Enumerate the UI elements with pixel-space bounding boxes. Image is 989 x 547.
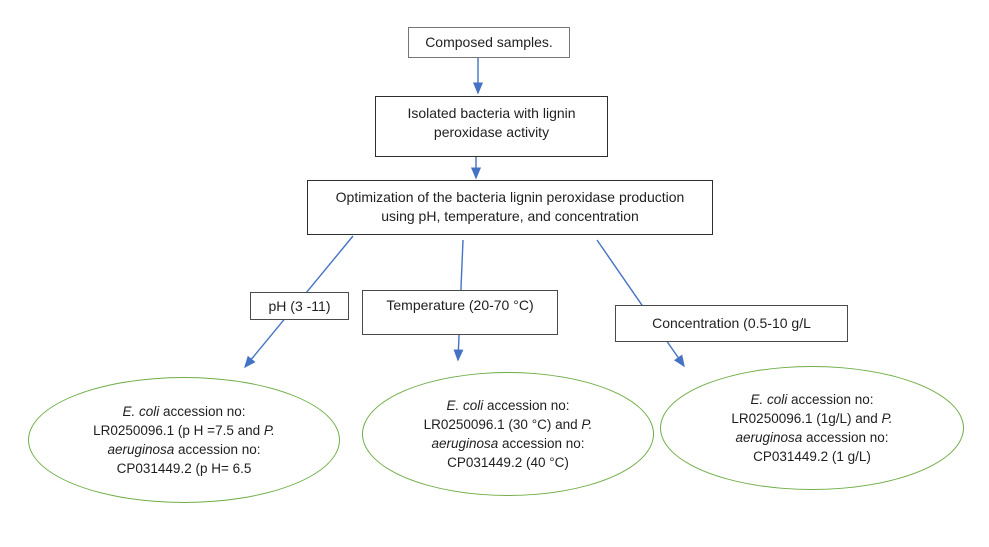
arrow-optimization-to-concentration-result: [596, 239, 685, 368]
result-ellipse-concentration: E. coli accession no:LR0250096.1 (1g/L) …: [660, 366, 964, 490]
flow-box-concentration-range: Concentration (0.5-10 g/L: [615, 305, 848, 342]
flow-box-temperature-range: Temperature (20-70 °C): [362, 290, 558, 335]
result-ellipse-temperature: E. coli accession no:LR0250096.1 (30 °C)…: [362, 372, 654, 496]
result-ellipse-ph: E. coli accession no:LR0250096.1 (p H =7…: [28, 377, 340, 503]
flow-box-composed-samples: Composed samples.: [408, 27, 570, 58]
flow-box-optimization: Optimization of the bacteria lignin pero…: [307, 180, 713, 235]
flow-box-ph-range: pH (3 -11): [250, 292, 349, 320]
